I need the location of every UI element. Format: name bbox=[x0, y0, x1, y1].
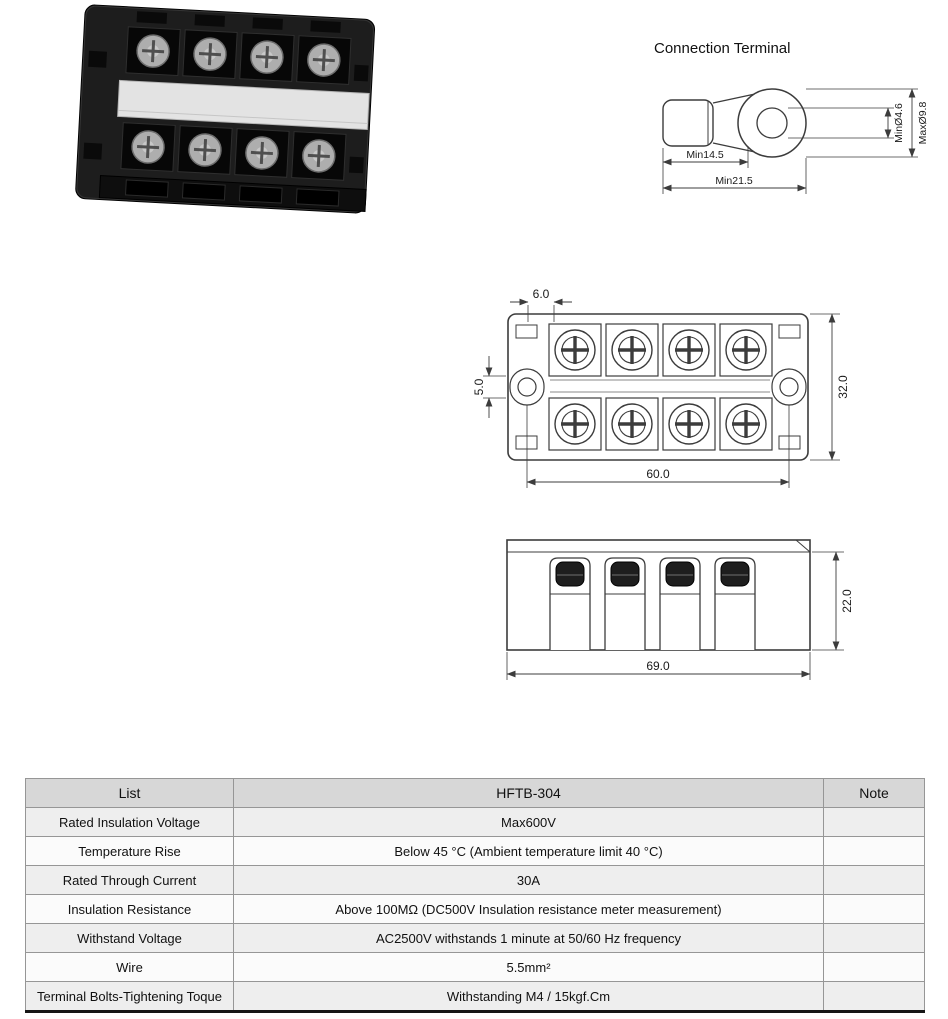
connection-terminal-title: Connection Terminal bbox=[654, 40, 791, 57]
dim-ring-outer-dia: MaxØ9.8 bbox=[917, 102, 929, 145]
table-row: Rated Through Current 30A bbox=[25, 865, 925, 895]
spec-note bbox=[823, 807, 925, 837]
table-row: Insulation Resistance Above 100MΩ (DC500… bbox=[25, 894, 925, 924]
dim-top-pitch: 6.0 bbox=[533, 288, 550, 301]
spec-value: Below 45 °C (Ambient temperature limit 4… bbox=[233, 836, 824, 866]
mounting-hole-left bbox=[517, 377, 537, 397]
spec-table-header-row: List HFTB-304 Note bbox=[25, 778, 925, 808]
spec-note bbox=[823, 981, 925, 1012]
table-row: Wire 5.5mm² bbox=[25, 952, 925, 982]
dim-top-offset: 5.0 bbox=[472, 378, 486, 395]
spec-note bbox=[823, 836, 925, 866]
spec-name: Rated Through Current bbox=[25, 865, 234, 895]
spec-name: Withstand Voltage bbox=[25, 923, 234, 953]
dim-side-width: 69.0 bbox=[646, 659, 670, 673]
spec-value: 30A bbox=[233, 865, 824, 895]
dim-top-width: 60.0 bbox=[646, 467, 670, 481]
spec-note bbox=[823, 865, 925, 895]
top-view-drawing: 6.0 5.0 32.0 60.0 bbox=[472, 288, 850, 488]
side-view-drawing: 22.0 69.0 bbox=[506, 539, 854, 680]
spec-value: AC2500V withstands 1 minute at 50/60 Hz … bbox=[233, 923, 824, 953]
spec-value: 5.5mm² bbox=[233, 952, 824, 982]
spec-value: Withstanding M4 / 15kgf.Cm bbox=[233, 981, 824, 1012]
spec-name: Insulation Resistance bbox=[25, 894, 234, 924]
spec-value: Above 100MΩ (DC500V Insulation resistanc… bbox=[233, 894, 824, 924]
spec-value: Max600V bbox=[233, 807, 824, 837]
table-row: Rated Insulation Voltage Max600V bbox=[25, 807, 925, 837]
col-header-note: Note bbox=[823, 778, 925, 808]
table-row: Terminal Bolts-Tightening Toque Withstan… bbox=[25, 981, 925, 1012]
dim-top-depth: 32.0 bbox=[836, 375, 850, 399]
col-header-model: HFTB-304 bbox=[233, 778, 824, 808]
dim-ring-inner-dia: MinØ4.6 bbox=[893, 103, 905, 143]
spec-name: Terminal Bolts-Tightening Toque bbox=[25, 981, 234, 1012]
spec-name: Temperature Rise bbox=[25, 836, 234, 866]
col-header-list: List bbox=[25, 778, 234, 808]
spec-name: Wire bbox=[25, 952, 234, 982]
terminal-block-photo bbox=[75, 4, 376, 214]
table-row: Withstand Voltage AC2500V withstands 1 m… bbox=[25, 923, 925, 953]
dim-ring-length-inner: Min14.5 bbox=[686, 149, 724, 161]
table-row: Temperature Rise Below 45 °C (Ambient te… bbox=[25, 836, 925, 866]
ring-terminal-drawing: Min14.5 Min21.5 MinØ4.6 MaxØ9.8 bbox=[662, 88, 929, 194]
ring-hole bbox=[756, 107, 788, 139]
dim-side-height: 22.0 bbox=[840, 589, 854, 613]
spec-note bbox=[823, 923, 925, 953]
spec-note bbox=[823, 952, 925, 982]
mounting-hole-right bbox=[779, 377, 799, 397]
spec-table: List HFTB-304 Note Rated Insulation Volt… bbox=[25, 778, 925, 1013]
spec-note bbox=[823, 894, 925, 924]
product-photo bbox=[75, 4, 376, 214]
dim-ring-length-outer: Min21.5 bbox=[715, 175, 753, 187]
spec-name: Rated Insulation Voltage bbox=[25, 807, 234, 837]
